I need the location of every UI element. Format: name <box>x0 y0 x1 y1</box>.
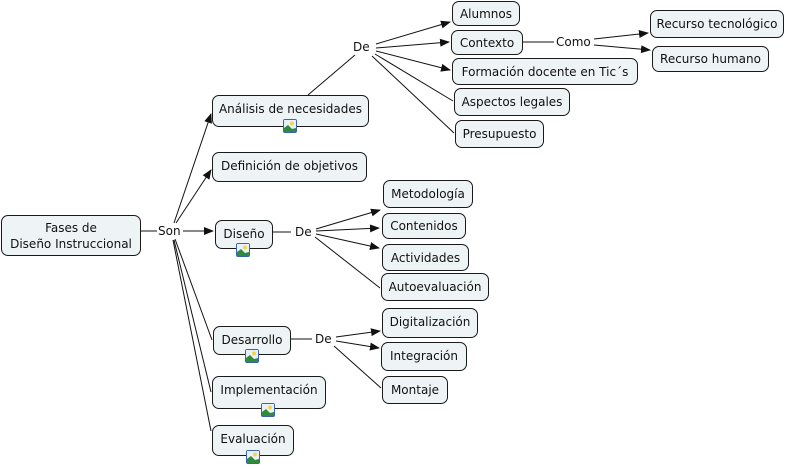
arrow-como-tecnologico <box>593 30 649 40</box>
node-actividades[interactable]: Actividades <box>382 244 469 271</box>
node-recurso-humano[interactable]: Recurso humano <box>652 46 769 72</box>
image-icon[interactable] <box>246 450 260 464</box>
node-autoevaluacion[interactable]: Autoevaluación <box>381 273 489 301</box>
image-icon[interactable] <box>261 403 275 417</box>
arrow-de-integracion <box>335 340 380 351</box>
node-definicion-objetivos[interactable]: Definición de objetivos <box>212 152 367 182</box>
node-label: Definición de objetivos <box>220 159 359 173</box>
node-formacion-docente[interactable]: Formación docente en Tic´s <box>452 58 638 85</box>
arrow-de-actividades <box>315 233 380 250</box>
node-alumnos[interactable]: Alumnos <box>452 1 520 26</box>
line-son-evaluacion <box>172 239 212 432</box>
node-label: Recurso humano <box>660 52 761 66</box>
link-phrase-de-analisis: De <box>352 40 371 54</box>
root-node[interactable]: Fases de Diseño Instruccional <box>1 215 141 256</box>
root-label-line2: Diseño Instruccional <box>10 236 132 251</box>
link-phrase-de-diseno: De <box>294 225 313 239</box>
node-label: Autoevaluación <box>388 280 482 294</box>
node-label: Contexto <box>459 36 515 50</box>
image-icon[interactable] <box>283 119 297 133</box>
arrow-de-digitalizacion <box>335 328 381 338</box>
line-de-aspectos <box>374 53 454 102</box>
root-label-line1: Fases de <box>45 220 97 235</box>
node-label: Evaluación <box>220 432 286 446</box>
line-de-autoevaluacion <box>314 236 381 289</box>
line-son-implementacion <box>173 239 212 393</box>
node-label: Metodología <box>391 187 465 201</box>
line-de-montaje <box>333 345 382 389</box>
line-analisis-de <box>307 54 356 96</box>
node-label: Recurso tecnológico <box>656 17 778 31</box>
image-icon[interactable] <box>236 243 250 257</box>
node-label: Integración <box>389 349 458 363</box>
node-recurso-tecnologico[interactable]: Recurso tecnológico <box>650 10 784 38</box>
node-metodologia[interactable]: Metodología <box>383 180 473 208</box>
node-integracion[interactable]: Integración <box>381 342 467 371</box>
node-montaje[interactable]: Montaje <box>382 376 448 404</box>
node-label: Montaje <box>390 383 440 397</box>
node-evaluacion[interactable]: Evaluación <box>212 425 294 456</box>
arrow-como-humano <box>593 44 651 54</box>
arrow-de-contenidos <box>315 224 380 233</box>
line-son-desarrollo <box>174 238 213 341</box>
node-label: Digitalización <box>389 315 471 329</box>
node-label: Aspectos legales <box>461 95 563 109</box>
arrow-son-analisis <box>173 113 212 224</box>
node-label: Análisis de necesidades <box>218 102 363 116</box>
node-label: Actividades <box>390 251 461 265</box>
node-label: Contenidos <box>390 219 458 233</box>
node-label: Desarrollo <box>221 333 283 347</box>
image-icon[interactable] <box>245 349 259 363</box>
node-label: Diseño <box>223 227 265 241</box>
node-digitalizacion[interactable]: Digitalización <box>382 308 478 338</box>
link-phrase-de-desarrollo: De <box>314 332 333 346</box>
line-de-presupuesto <box>371 55 455 134</box>
node-contexto[interactable]: Contexto <box>451 30 523 55</box>
link-phrase-como: Como <box>555 35 592 49</box>
arrow-de-formacion <box>375 50 451 72</box>
node-contenidos[interactable]: Contenidos <box>382 213 466 239</box>
node-label: Implementación <box>220 383 318 397</box>
node-presupuesto[interactable]: Presupuesto <box>455 120 544 148</box>
node-label: Formación docente en Tic´s <box>461 65 629 79</box>
node-label: Presupuesto <box>462 127 537 141</box>
arrow-de-metodologia <box>315 208 381 230</box>
arrow-son-definicion <box>175 169 212 224</box>
arrow-de-contexto <box>375 38 450 49</box>
arrow-de-alumnos <box>375 20 451 45</box>
link-phrase-son: Son <box>157 224 182 238</box>
node-label: Alumnos <box>459 7 513 21</box>
node-aspectos-legales[interactable]: Aspectos legales <box>454 88 570 116</box>
